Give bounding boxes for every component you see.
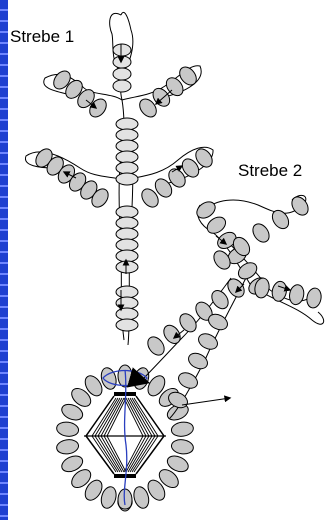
arrow (181, 395, 232, 406)
bead (115, 227, 139, 241)
bead (227, 278, 245, 298)
bead (115, 128, 139, 142)
bead (115, 285, 139, 299)
cage-cap-bottom (114, 474, 136, 478)
bead (71, 387, 92, 407)
bead (61, 403, 84, 421)
bead (178, 372, 198, 389)
bead (115, 205, 139, 219)
bead (154, 178, 173, 198)
bead (139, 98, 157, 118)
bead (112, 67, 132, 81)
bead (179, 313, 197, 333)
bead (196, 201, 216, 219)
bead (181, 158, 200, 178)
arrow (154, 89, 173, 105)
arrow (172, 329, 185, 339)
cage-cap-top (114, 392, 136, 396)
bead (147, 375, 166, 397)
bead (158, 469, 179, 489)
bead (163, 324, 181, 344)
bead (71, 469, 92, 489)
bead (291, 196, 309, 216)
arrow (85, 99, 98, 109)
core-cage (84, 367, 166, 510)
bead (115, 139, 139, 153)
bead (195, 148, 213, 168)
bead (65, 79, 83, 99)
bead (84, 479, 103, 501)
bead (115, 161, 139, 175)
core-bottom-loop (117, 499, 133, 510)
bead (213, 250, 231, 270)
bead (208, 313, 228, 331)
bead (115, 238, 139, 252)
bead (112, 79, 132, 93)
bead (61, 455, 84, 473)
bead (100, 486, 117, 509)
bead (115, 216, 139, 230)
arrow (277, 284, 292, 292)
arrow-layer (62, 44, 292, 406)
bead (166, 455, 189, 473)
bead (289, 284, 305, 306)
bead (306, 287, 322, 309)
bead (84, 375, 103, 397)
strut-2-label: Strebe 2 (238, 161, 303, 180)
bead (254, 277, 270, 299)
bead (147, 336, 165, 356)
core-blue-arrow (126, 367, 151, 388)
arrow (235, 283, 245, 293)
bead (115, 150, 139, 164)
bead (179, 66, 197, 86)
bead (252, 223, 270, 243)
bead (232, 236, 251, 257)
left-edge-bar (0, 0, 8, 520)
bead-layer (35, 43, 322, 409)
bead (53, 70, 71, 90)
thread (204, 194, 307, 214)
bead (198, 333, 218, 350)
bead (112, 43, 132, 57)
arrow (215, 235, 228, 245)
bead (115, 249, 139, 263)
bead (56, 439, 80, 455)
bead (271, 280, 287, 302)
bead (115, 318, 139, 332)
bead (147, 479, 166, 501)
core-axis (123, 369, 128, 506)
bead (115, 172, 139, 186)
bead (170, 439, 194, 455)
bead-layer-back (56, 364, 194, 512)
bead (115, 260, 139, 274)
bead (112, 55, 132, 69)
bead (271, 209, 290, 230)
bead (206, 216, 227, 234)
arrow (171, 165, 184, 173)
bead (237, 262, 258, 280)
bead (141, 188, 159, 208)
bead (133, 486, 150, 509)
bead (56, 421, 80, 437)
bead (115, 296, 139, 310)
bead (211, 290, 229, 310)
bead (115, 117, 139, 131)
bead (188, 352, 208, 370)
cage-hatch (106, 397, 127, 473)
arrow (62, 171, 77, 179)
bead (115, 307, 139, 321)
bead (168, 168, 186, 188)
bead (170, 421, 194, 437)
strut-1-label: Strebe 1 (10, 27, 75, 46)
bead (91, 188, 109, 208)
